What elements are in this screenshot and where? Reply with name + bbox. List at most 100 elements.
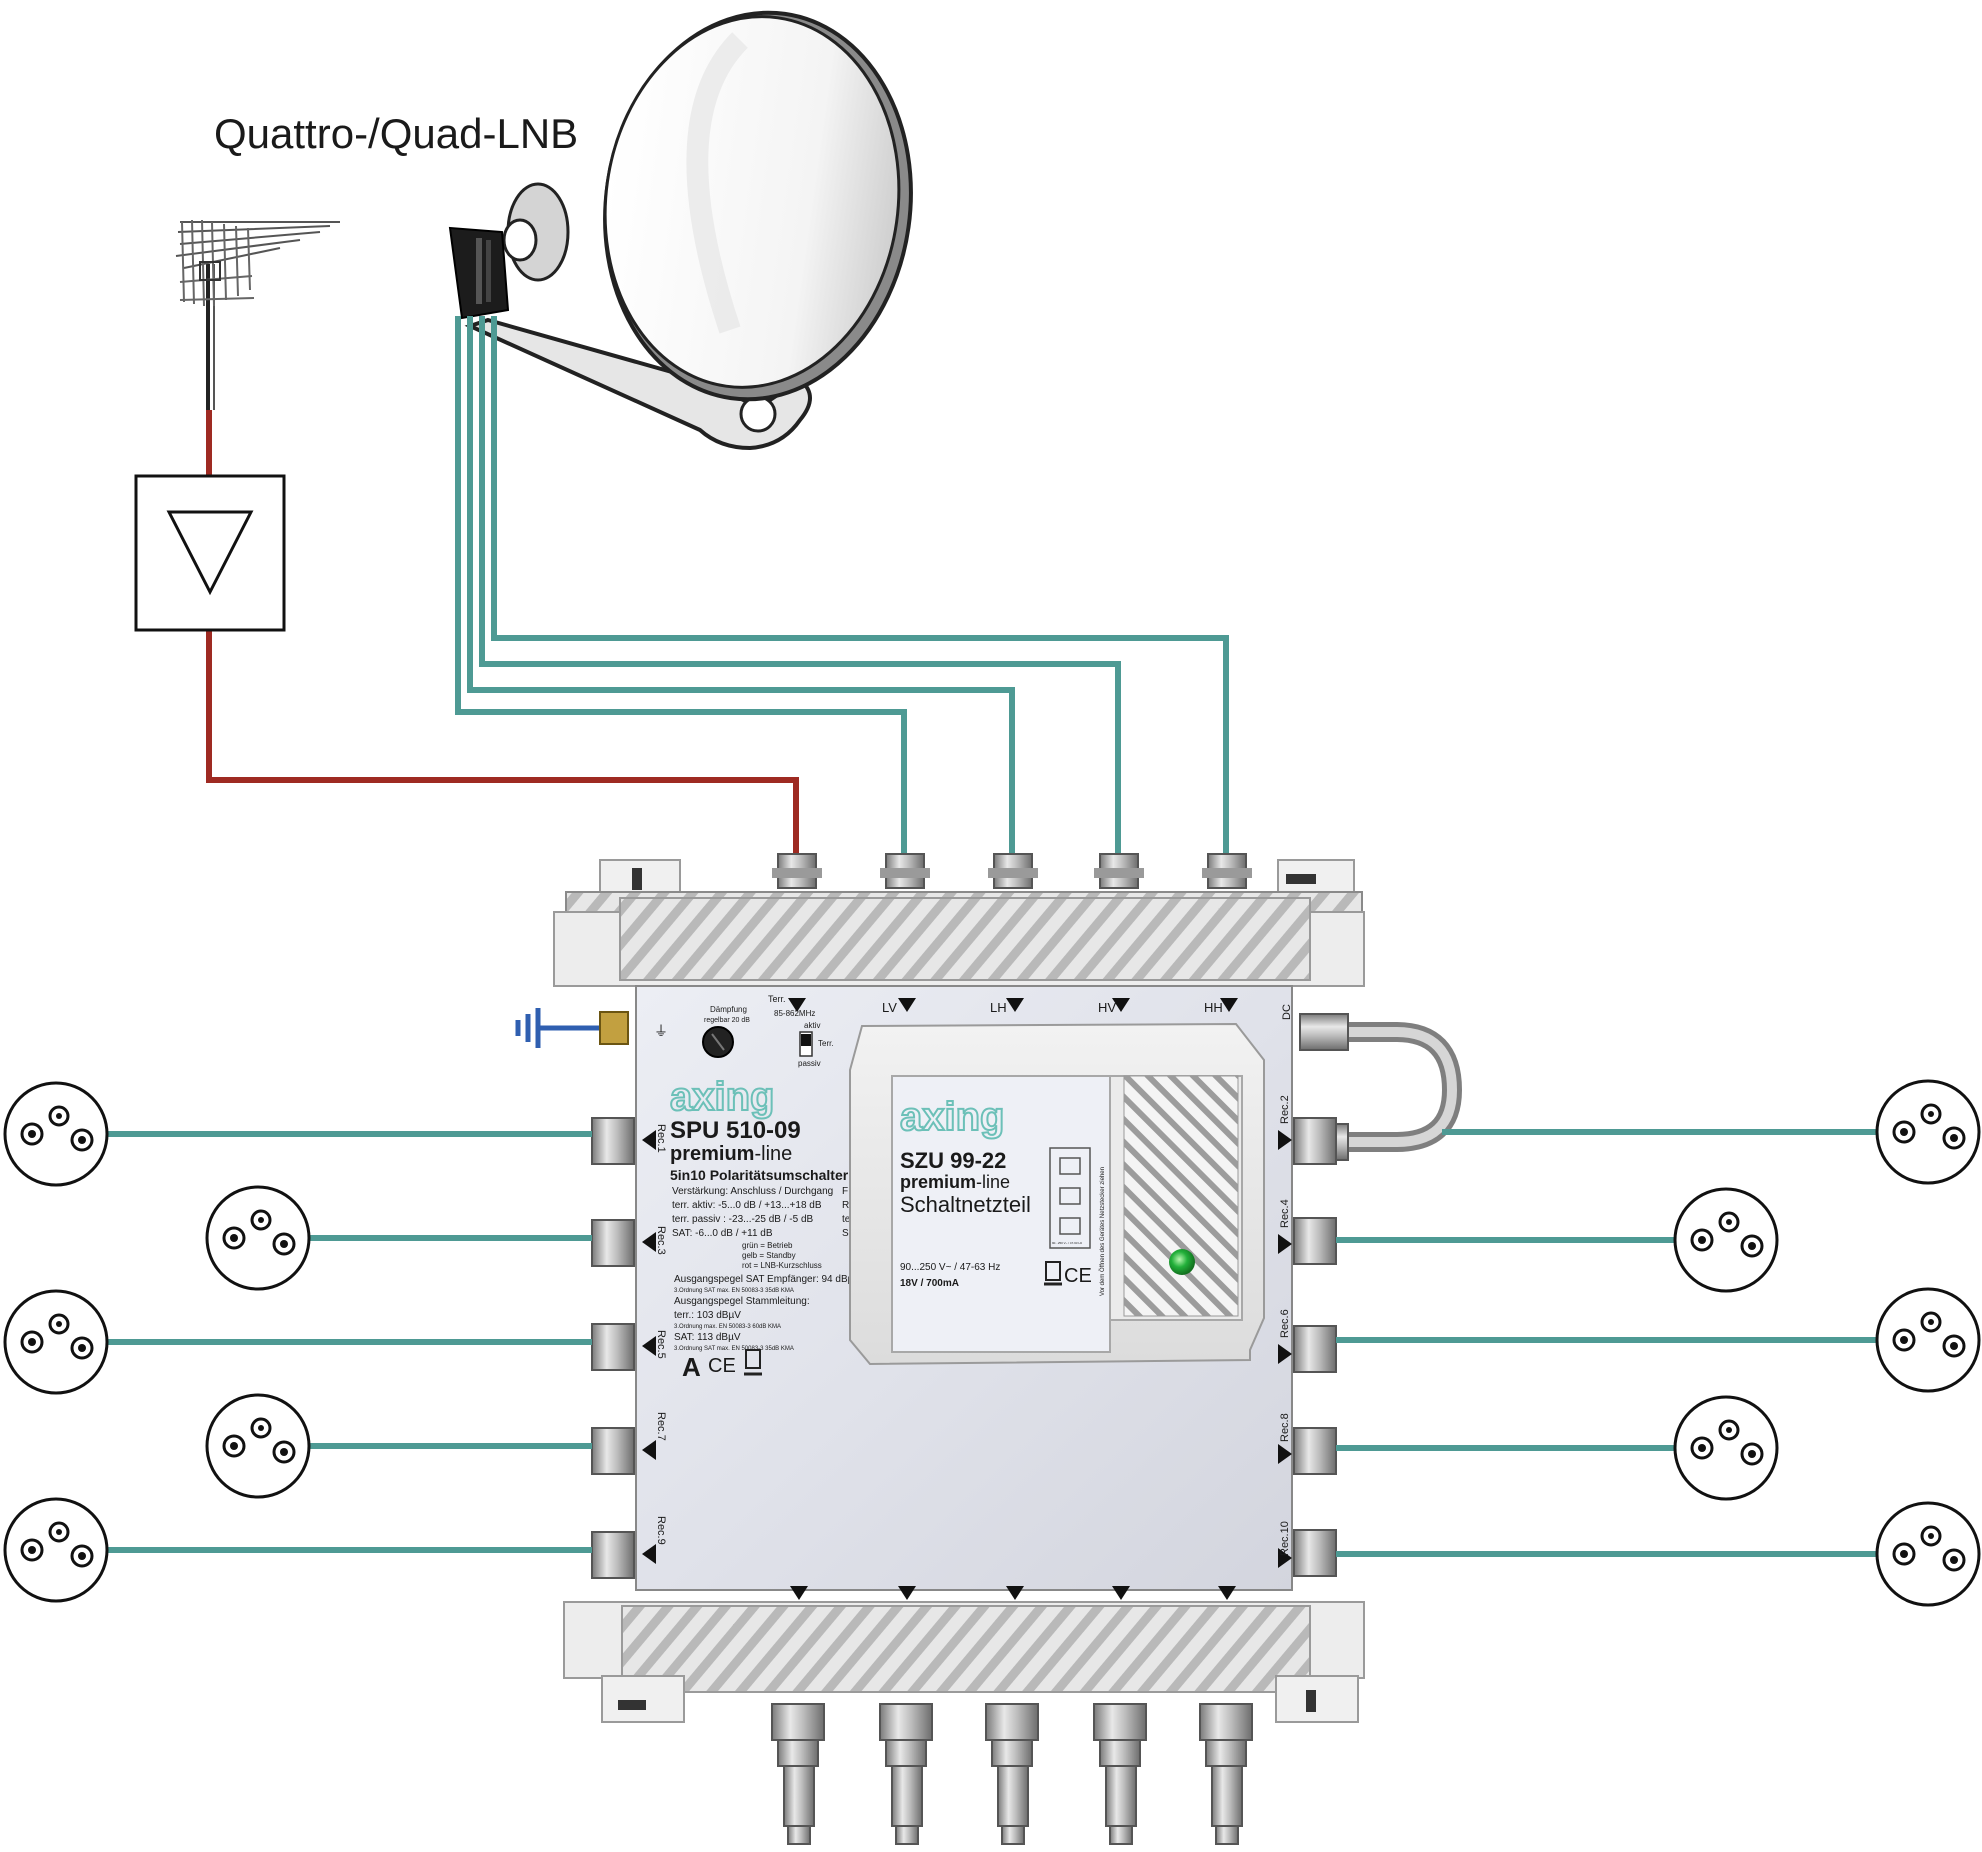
switch-line: premium-line bbox=[670, 1143, 792, 1165]
psu-subtitle: Schaltnetzteil bbox=[900, 1192, 1031, 1217]
switch-passiv-label: passiv bbox=[798, 1059, 821, 1068]
output-rec-9[interactable]: Rec.9 bbox=[591, 1516, 667, 1579]
output-rec-5[interactable]: Rec.5 bbox=[591, 1323, 667, 1371]
trunk-terr: terr.: 103 dBµV bbox=[674, 1310, 741, 1321]
switch-brand: axing bbox=[670, 1075, 774, 1119]
trunk-sat: SAT: 113 dBµV bbox=[674, 1332, 741, 1343]
amplifier-icon bbox=[134, 474, 286, 632]
connector-hh[interactable] bbox=[1202, 853, 1252, 889]
power-supply: axing SZU 99-22 premium-line Schaltnetzt… bbox=[849, 1022, 1265, 1366]
satellite-dish-icon bbox=[464, 10, 913, 451]
terrestrial-cable bbox=[206, 410, 799, 862]
terminator-4 bbox=[1093, 1703, 1147, 1845]
switch-bottom-bracket bbox=[563, 1601, 1365, 1723]
rec-label-9: Rec.9 bbox=[655, 1516, 667, 1545]
spec-line-1: terr. aktiv: -5...0 dB / +13...+18 dB bbox=[672, 1200, 822, 1211]
output-rec-7[interactable]: Rec.7 bbox=[591, 1412, 667, 1475]
terminator-1 bbox=[771, 1703, 825, 1845]
rec-label-4: Rec.4 bbox=[1279, 1199, 1291, 1228]
damping-control[interactable]: Dämpfung regelbar 20 dB bbox=[702, 1005, 750, 1058]
connector-terr[interactable] bbox=[772, 853, 822, 889]
switch-model: SPU 510-09 bbox=[670, 1117, 801, 1144]
output-rec-2[interactable]: Rec.2 bbox=[1278, 1095, 1337, 1165]
lnb-label: Quattro-/Quad-LNB bbox=[214, 110, 578, 157]
switch-aktiv-label: aktiv bbox=[804, 1021, 820, 1030]
switch-label-block: axing SPU 510-09 premium-line 5in10 Pola… bbox=[669, 1074, 860, 1382]
rec-label-5: Rec.5 bbox=[655, 1330, 667, 1359]
tv-socket-icon bbox=[1673, 1395, 1779, 1501]
tv-socket-icon bbox=[205, 1185, 311, 1291]
port-label-hh: HH bbox=[1204, 1000, 1223, 1015]
terminator-2 bbox=[879, 1703, 933, 1845]
bottom-port-arrows bbox=[790, 1586, 1236, 1600]
tv-socket-icon bbox=[1875, 1501, 1981, 1607]
status-led bbox=[1169, 1249, 1195, 1275]
port-label-dc: DC bbox=[1281, 1004, 1293, 1020]
trunk-sat-note: 3.Ordnung SAT max. EN 50083-3 35dB KMA bbox=[674, 1346, 794, 1352]
tv-sockets bbox=[3, 1079, 1981, 1607]
output-rec-8[interactable]: Rec.8 bbox=[1278, 1413, 1337, 1475]
spec-line-2: terr. passiv : -23...-25 dB / -5 dB bbox=[672, 1214, 814, 1225]
cut-letter-1: R bbox=[842, 1200, 849, 1211]
class-mark: A bbox=[682, 1352, 701, 1382]
port-label-lh: LH bbox=[990, 1000, 1007, 1015]
left-outputs: Rec.1 Rec.3 Rec.5 Rec.7 Rec.9 bbox=[591, 1117, 667, 1579]
psu-rating-output: 18V / 700mA bbox=[900, 1278, 959, 1289]
cut-letter-0: F bbox=[842, 1186, 848, 1197]
rec-label-2: Rec.2 bbox=[1279, 1095, 1291, 1124]
psu-rating-input: 90...250 V~ / 47-63 Hz bbox=[900, 1262, 1000, 1273]
rec-label-1: Rec.1 bbox=[655, 1124, 667, 1153]
trunk-level-title: Ausgangspegel Stammleitung: bbox=[674, 1296, 810, 1307]
spec-line-0: Verstärkung: Anschluss / Durchgang bbox=[672, 1186, 833, 1197]
led-legend-2: rot = LNB-Kurzschluss bbox=[742, 1261, 822, 1270]
svg-text:⏚: ⏚ bbox=[654, 1023, 668, 1039]
psu-line: premium-line bbox=[900, 1172, 1010, 1192]
output-level-title: Ausgangspegel SAT Empfänger: 94 dBµV bbox=[674, 1274, 860, 1285]
terrestrial-antenna-icon bbox=[175, 219, 340, 410]
psu-small-label: 90...250 V~ / 47-63 Hz bbox=[1052, 1241, 1083, 1245]
tv-socket-icon bbox=[205, 1393, 311, 1499]
output-rec-10[interactable]: Rec.10 bbox=[1278, 1521, 1337, 1577]
connector-hv[interactable] bbox=[1094, 853, 1144, 889]
spec-line-3: SAT: -6...0 dB / +11 dB bbox=[672, 1228, 773, 1239]
tv-socket-icon bbox=[3, 1497, 109, 1603]
port-label-lv: LV bbox=[882, 1000, 897, 1015]
rec-label-8: Rec.8 bbox=[1279, 1413, 1291, 1442]
tv-socket-icon bbox=[1875, 1287, 1981, 1393]
connector-lv[interactable] bbox=[880, 853, 930, 889]
cut-letter-3: S bbox=[842, 1228, 849, 1239]
psu-ce-mark: CE bbox=[1064, 1265, 1092, 1287]
terr-mode-switch[interactable]: aktiv Terr. passiv bbox=[798, 1021, 834, 1068]
bottom-terminators bbox=[771, 1703, 1253, 1845]
rec-label-3: Rec.3 bbox=[655, 1226, 667, 1255]
tv-socket-icon bbox=[3, 1289, 109, 1395]
tv-socket-icon bbox=[1673, 1187, 1779, 1293]
damping-label: Dämpfung bbox=[710, 1005, 747, 1014]
terminator-5 bbox=[1199, 1703, 1253, 1845]
output-level-note: 3.Ordnung SAT max. EN 50083-3 35dB KMA bbox=[674, 1288, 794, 1294]
switch-ce-mark: CE bbox=[708, 1355, 736, 1377]
psu-brand: axing bbox=[900, 1095, 1004, 1139]
tv-socket-icon bbox=[1875, 1079, 1981, 1185]
tv-socket-icon bbox=[3, 1081, 109, 1187]
top-port-labels: Terr. 85-862MHz LV LH HV HH DC bbox=[768, 994, 1293, 1020]
terminator-3 bbox=[985, 1703, 1039, 1845]
sat-feed-cables bbox=[455, 316, 1229, 862]
led-legend-0: grün = Betrieb bbox=[742, 1241, 793, 1250]
output-rec-1[interactable]: Rec.1 bbox=[591, 1117, 667, 1165]
rec-label-6: Rec.6 bbox=[1279, 1309, 1291, 1338]
receiver-cables bbox=[106, 1129, 1878, 1557]
output-rec-3[interactable]: Rec.3 bbox=[591, 1219, 667, 1267]
led-legend-1: gelb = Standby bbox=[742, 1251, 796, 1260]
psu-model: SZU 99-22 bbox=[900, 1148, 1006, 1173]
rec-label-10: Rec.10 bbox=[1279, 1521, 1291, 1556]
trunk-terr-note: 3.Ordnung max. EN 50083-3 60dB KMA bbox=[674, 1324, 781, 1330]
ground-icon: ⏚ bbox=[515, 1008, 668, 1048]
output-rec-6[interactable]: Rec.6 bbox=[1278, 1309, 1337, 1373]
port-label-terr: Terr. bbox=[768, 994, 786, 1004]
connector-lh[interactable] bbox=[988, 853, 1038, 889]
switch-terr-label: Terr. bbox=[818, 1039, 834, 1048]
rec-label-7: Rec.7 bbox=[655, 1412, 667, 1441]
port-label-hv: HV bbox=[1098, 1000, 1116, 1015]
cut-letter-2: te bbox=[842, 1214, 851, 1225]
